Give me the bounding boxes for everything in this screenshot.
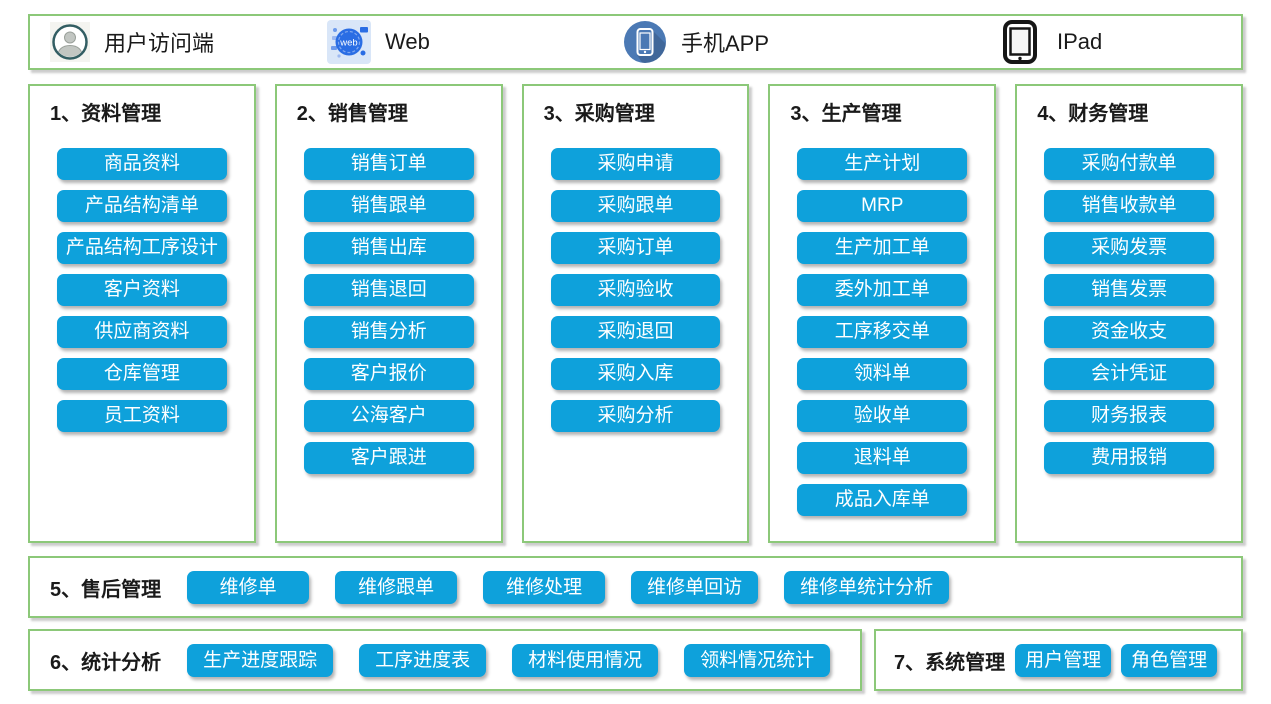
group-title-data: 1、资料管理 bbox=[50, 103, 162, 125]
module-row-aftersales: 5、售后管理 维修单维修跟单维修处理维修单回访维修单统计分析 bbox=[28, 556, 1243, 618]
module-button[interactable]: 客户报价 bbox=[303, 358, 474, 390]
module-button[interactable]: 资金收支 bbox=[1044, 316, 1214, 348]
group-title-production: 3、生产管理 bbox=[790, 103, 902, 125]
module-row-system: 7、系统管理用户管理角色管理 bbox=[874, 629, 1243, 691]
module-button[interactable]: 仓库管理 bbox=[57, 358, 227, 390]
module-button[interactable]: 用户管理 bbox=[1015, 643, 1112, 677]
module-button[interactable]: 销售跟单 bbox=[303, 190, 474, 222]
module-button[interactable]: 产品结构清单 bbox=[57, 190, 227, 222]
module-button[interactable]: 供应商资料 bbox=[57, 316, 227, 348]
module-button[interactable]: 角色管理 bbox=[1121, 643, 1218, 677]
top-item-label: 用户访问端 bbox=[104, 31, 215, 56]
module-button[interactable]: 验收单 bbox=[797, 400, 968, 432]
group-title-system: 7、系统管理 bbox=[894, 651, 1006, 674]
top-item-label: Web bbox=[385, 29, 430, 54]
module-button[interactable]: 采购付款单 bbox=[1044, 148, 1214, 180]
module-button[interactable]: 销售发票 bbox=[1044, 274, 1214, 306]
module-button[interactable]: 生产加工单 bbox=[797, 232, 968, 264]
group-title-statistics: 6、统计分析 bbox=[50, 651, 162, 674]
module-button[interactable]: 生产进度跟踪 bbox=[187, 643, 334, 677]
module-button[interactable]: 费用报销 bbox=[1044, 442, 1214, 474]
module-button[interactable]: 客户跟进 bbox=[303, 442, 474, 474]
web-icon-text: web bbox=[339, 38, 357, 49]
group-title-finance: 4、财务管理 bbox=[1037, 103, 1149, 125]
module-group-finance: 4、财务管理采购付款单销售收款单采购发票销售发票资金收支会计凭证财务报表费用报销 bbox=[1015, 84, 1243, 543]
module-button[interactable]: 员工资料 bbox=[57, 400, 227, 432]
module-button[interactable]: 采购跟单 bbox=[550, 190, 721, 222]
module-button[interactable]: 生产计划 bbox=[797, 148, 968, 180]
module-button[interactable]: 领料情况统计 bbox=[684, 643, 831, 677]
module-row-statistics: 6、统计分析 生产进度跟踪工序进度表材料使用情况领料情况统计 bbox=[28, 629, 862, 691]
module-button[interactable]: 客户资料 bbox=[57, 274, 227, 306]
module-button[interactable]: 采购入库 bbox=[550, 358, 721, 390]
group-title-aftersales: 5、售后管理 bbox=[50, 578, 162, 601]
ipad-icon bbox=[997, 19, 1043, 65]
module-button[interactable]: 产品结构工序设计 bbox=[57, 232, 227, 264]
module-button[interactable]: 维修单 bbox=[187, 570, 310, 604]
module-button[interactable]: 商品资料 bbox=[57, 148, 227, 180]
web-icon: web bbox=[327, 20, 371, 64]
module-group-purchase: 3、采购管理采购申请采购跟单采购订单采购验收采购退回采购入库采购分析 bbox=[521, 84, 750, 543]
module-button[interactable]: 维修跟单 bbox=[335, 570, 458, 604]
module-button[interactable]: 销售订单 bbox=[303, 148, 474, 180]
module-button[interactable]: 成品入库单 bbox=[797, 484, 968, 516]
top-item-user-access: 用户访问端 bbox=[50, 22, 327, 62]
module-button[interactable]: 会计凭证 bbox=[1044, 358, 1214, 390]
module-button[interactable]: 采购退回 bbox=[550, 316, 721, 348]
module-button[interactable]: 工序进度表 bbox=[359, 643, 487, 677]
module-button[interactable]: 维修单统计分析 bbox=[784, 570, 950, 604]
module-button[interactable]: 维修处理 bbox=[483, 570, 606, 604]
module-button[interactable]: 退料单 bbox=[797, 442, 968, 474]
module-button[interactable]: 采购订单 bbox=[550, 232, 721, 264]
module-button[interactable]: 采购验收 bbox=[550, 274, 721, 306]
top-item-label: 手机APP bbox=[681, 31, 770, 56]
module-button[interactable]: 财务报表 bbox=[1044, 400, 1214, 432]
bottom-rows: 6、统计分析 生产进度跟踪工序进度表材料使用情况领料情况统计 7、系统管理用户管理… bbox=[28, 629, 1243, 702]
module-button[interactable]: 销售分析 bbox=[303, 316, 474, 348]
module-button[interactable]: 销售出库 bbox=[303, 232, 474, 264]
user-icon bbox=[50, 22, 90, 62]
top-item-ipad: IPad bbox=[997, 19, 1241, 65]
module-group-data: 1、资料管理商品资料产品结构清单产品结构工序设计客户资料供应商资料仓库管理员工资… bbox=[28, 84, 256, 543]
module-button[interactable]: MRP bbox=[797, 190, 968, 222]
user-access-bar: 用户访问端 web Web bbox=[28, 14, 1243, 70]
module-button[interactable]: 公海客户 bbox=[303, 400, 474, 432]
top-item-mobile-app: 手机APP bbox=[623, 20, 997, 64]
top-item-web: web Web bbox=[327, 20, 623, 64]
module-group-production: 3、生产管理生产计划 MRP 生产加工单委外加工单工序移交单领料单验收单退料单成品入… bbox=[768, 84, 997, 543]
module-button[interactable]: 工序移交单 bbox=[797, 316, 968, 348]
module-button[interactable]: 销售收款单 bbox=[1044, 190, 1214, 222]
module-columns: 1、资料管理商品资料产品结构清单产品结构工序设计客户资料供应商资料仓库管理员工资… bbox=[28, 84, 1243, 543]
module-button[interactable]: 维修单回访 bbox=[631, 570, 759, 604]
module-button[interactable]: 材料使用情况 bbox=[512, 643, 659, 677]
top-item-label: IPad bbox=[1057, 29, 1103, 54]
group-title-sales: 2、销售管理 bbox=[296, 103, 408, 125]
module-button[interactable]: 领料单 bbox=[797, 358, 968, 390]
group-title-purchase: 3、采购管理 bbox=[543, 103, 655, 125]
module-button[interactable]: 销售退回 bbox=[303, 274, 474, 306]
smartphone-icon bbox=[623, 20, 667, 64]
module-button[interactable]: 采购分析 bbox=[550, 400, 721, 432]
module-button[interactable]: 采购发票 bbox=[1044, 232, 1214, 264]
module-button[interactable]: 采购申请 bbox=[550, 148, 721, 180]
module-group-sales: 2、销售管理销售订单销售跟单销售出库销售退回销售分析客户报价公海客户客户跟进 bbox=[274, 84, 503, 543]
module-button[interactable]: 委外加工单 bbox=[797, 274, 968, 306]
